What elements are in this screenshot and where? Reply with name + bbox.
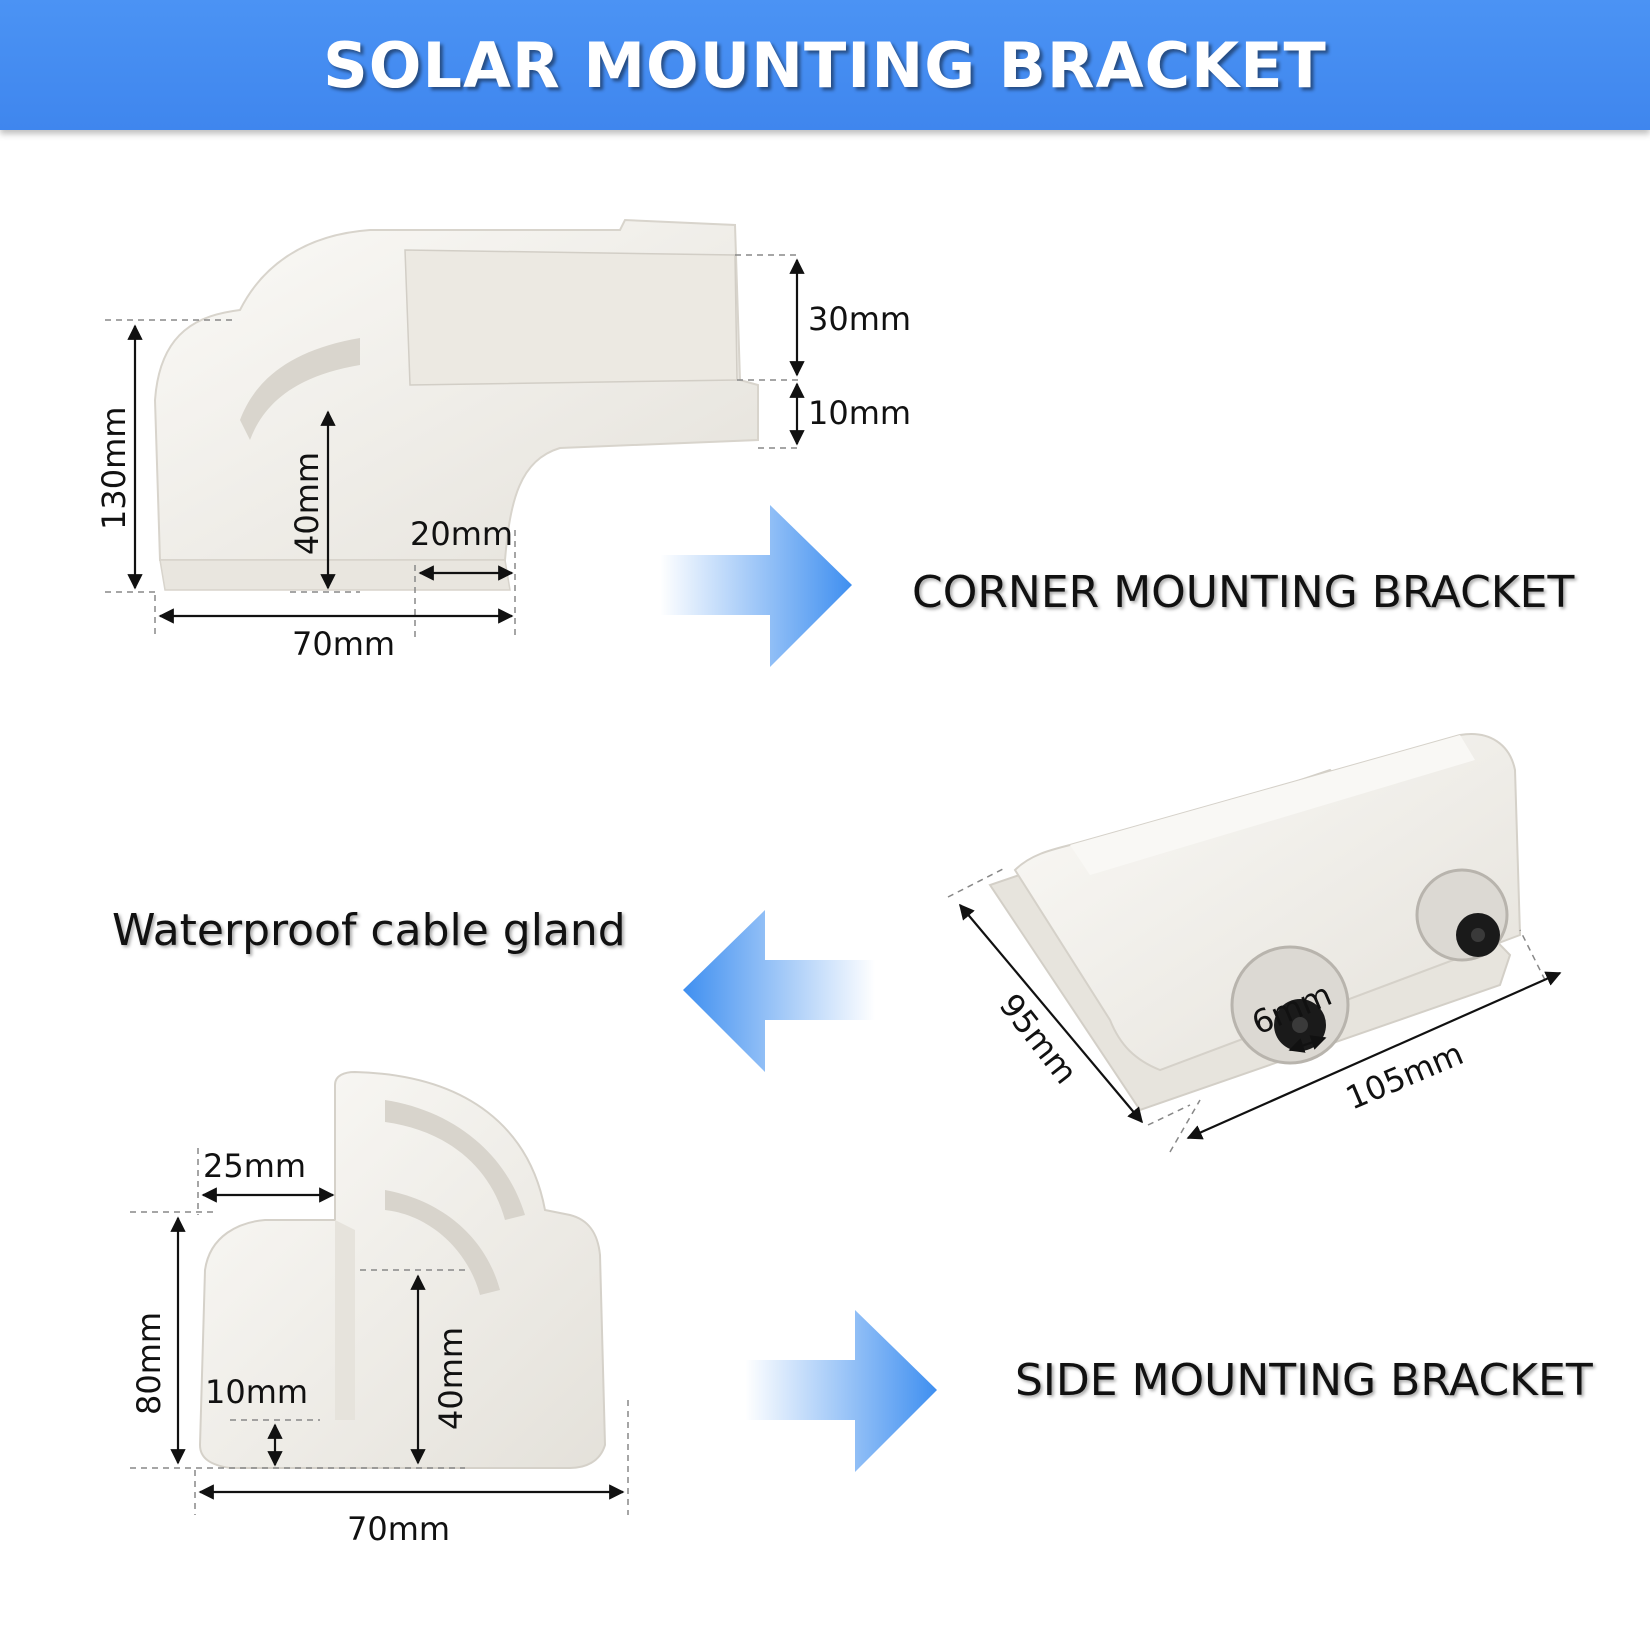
dim-105mm: 105mm xyxy=(1340,1034,1468,1117)
dim-30mm: 30mm xyxy=(808,300,911,338)
corner-bracket-image xyxy=(153,218,759,591)
page-title: SOLAR MOUNTING BRACKET xyxy=(323,28,1327,102)
side-bracket-image xyxy=(198,1070,607,1469)
corner-dimensions: 30mm 10mm 130mm 40mm 20mm 70mm xyxy=(95,254,911,663)
dim-40mm: 40mm xyxy=(432,1327,470,1430)
dim-10mm: 10mm xyxy=(808,394,911,432)
arrow-left-icon xyxy=(683,910,875,1072)
dim-10mm: 10mm xyxy=(205,1373,308,1411)
dim-70mm: 70mm xyxy=(292,625,395,663)
dim-80mm: 80mm xyxy=(130,1312,168,1415)
dim-70mm: 70mm xyxy=(347,1510,450,1548)
waterproof-cable-gland-label: Waterproof cable gland xyxy=(112,905,626,956)
dim-40mm: 40mm xyxy=(288,452,326,555)
header-banner: SOLAR MOUNTING BRACKET xyxy=(0,0,1650,130)
side-mounting-bracket-label: SIDE MOUNTING BRACKET xyxy=(1015,1355,1593,1406)
dim-20mm: 20mm xyxy=(410,515,513,553)
arrow-right-icon xyxy=(660,505,852,667)
dim-130mm: 130mm xyxy=(95,407,133,530)
corner-mounting-bracket-label: CORNER MOUNTING BRACKET xyxy=(912,567,1575,618)
side-dimensions: 25mm 80mm 40mm 10mm 70mm xyxy=(130,1147,629,1548)
arrow-right-icon xyxy=(745,1310,937,1472)
dim-25mm: 25mm xyxy=(203,1147,306,1185)
